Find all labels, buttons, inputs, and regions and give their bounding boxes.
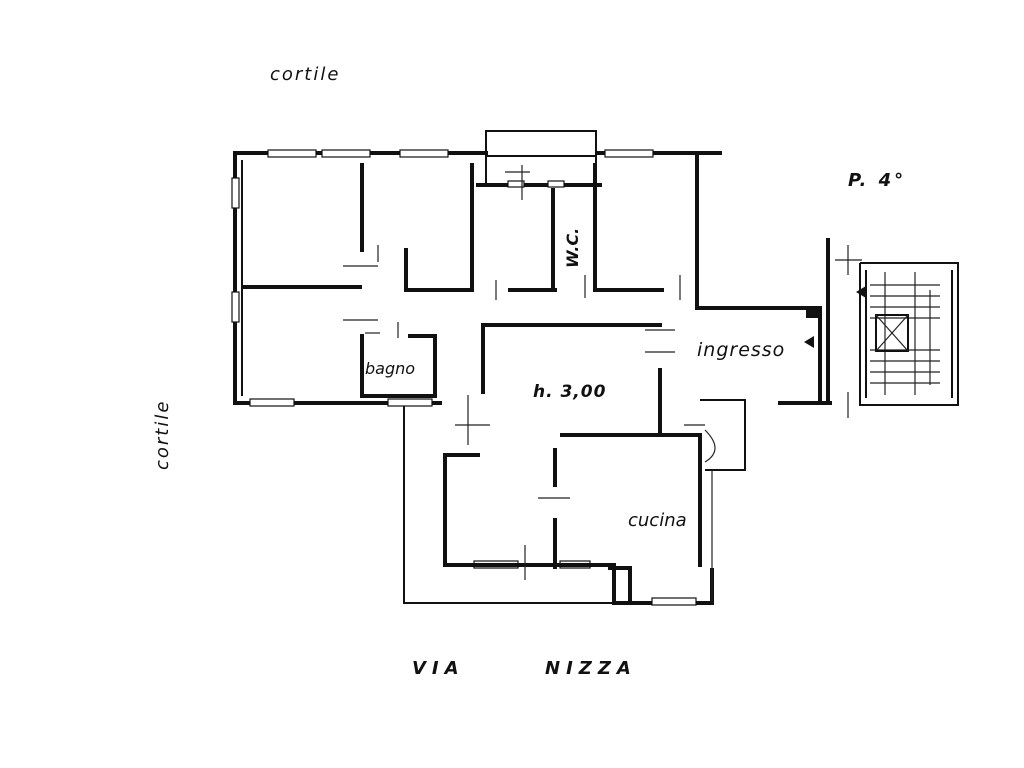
outer-walls [233, 151, 832, 605]
height-label: h. 3,00 [533, 382, 606, 402]
kitchen-label: cucina [628, 510, 687, 531]
windows [231, 149, 697, 606]
room-labels: cortile cortile P. 4° W.C. bagno ingress… [152, 64, 906, 679]
wc-label: W.C. [563, 228, 582, 268]
courtyard-top-label: cortile [270, 64, 340, 85]
interior-walls [241, 163, 746, 605]
street-via-label: VIA [412, 658, 465, 679]
entrance-label: ingresso [697, 339, 785, 361]
staircase [804, 238, 959, 418]
door-marks [343, 165, 716, 580]
courtyard-left-label: cortile [152, 400, 173, 470]
street-name-label: NIZZA [545, 658, 637, 679]
bathroom-label: bagno [365, 359, 415, 378]
floor-label: P. 4° [848, 170, 906, 191]
bay-window-top [476, 130, 602, 187]
